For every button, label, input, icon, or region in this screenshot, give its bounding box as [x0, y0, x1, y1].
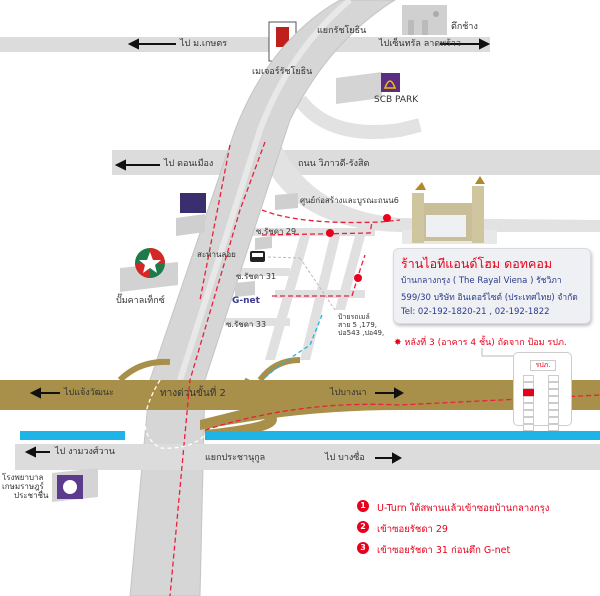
road-prachanukul [15, 444, 600, 470]
label-vibhavadi: ถนน วิภาวดี-รังสิต [298, 159, 370, 169]
building-gate-photo [402, 176, 497, 244]
store-name: ร้านไอทีแอนด์โฮม ดอทคอม [401, 256, 553, 271]
route-marker-1 [383, 214, 391, 222]
security-post-tag: รปภ. [530, 360, 556, 371]
sec-building [176, 214, 205, 236]
legend-number: 1 [357, 500, 369, 512]
label-to-ngam-wong-wan: ไป งามวงศ์วาน [55, 447, 115, 457]
route-marker-3 [354, 274, 362, 282]
store-address-1: บ้านกลางกรุง ( The Rayal Viena ) รัชวิภา [401, 276, 562, 286]
road-uturn [258, 120, 600, 232]
label-to-chaeng-watthana: ไปแจ้งวัฒนะ [64, 388, 114, 398]
label-to-central-ladprao: ไปเซ็นทรัล ลาดพร้าว [379, 39, 462, 49]
blue-route [261, 314, 323, 381]
label-soi-31: ซ.รัชดา 31 [236, 272, 277, 281]
store-address-2: 599/30 บริษัท อินเตอร์ไซต์ (ประเทศไทย) จ… [401, 293, 578, 303]
label-to-don-mueang: ไป ดอนเมือง [164, 159, 214, 169]
canal-right [205, 431, 600, 440]
soi29-building [255, 236, 272, 250]
note-connector [481, 348, 514, 357]
location-note-text: หลังที่ 3 (อาคาร 4 ชั้น) ถัดจาก ป้อม รปภ… [404, 338, 567, 348]
label-soi-29: ซ.รัชดา 29 [256, 227, 297, 236]
building-column-right [548, 375, 559, 431]
gnet-building [235, 281, 255, 297]
label-gnet: G-net [232, 296, 260, 306]
sec-logo [180, 193, 206, 213]
label-hospital-1: โรงพยาบาล [2, 473, 44, 482]
soi-network [225, 228, 375, 360]
canal-left [20, 431, 125, 440]
label-prachanukul: แยกประชานุกูล [205, 453, 266, 463]
legend-text: U-Turn ใต้สพานแล้วเข้าซอยบ้านกลางกรุง [377, 503, 550, 514]
floor-plan: รปภ. [513, 352, 572, 431]
route-lines [169, 141, 600, 596]
label-hospital-3: ประชาชื่น [14, 491, 49, 500]
legend-text: เข้าซอยรัชดา 31 ก่อนตึก G-net [377, 545, 511, 556]
hospital-logo [57, 475, 83, 499]
label-footbridge: สะพานลอย [197, 250, 236, 259]
route-marker-2 [326, 229, 334, 237]
scb-building [336, 72, 382, 104]
direction-arrows [24, 38, 491, 464]
label-elephant-building: ตึกช้าง [451, 22, 478, 32]
road-center-building [275, 193, 298, 210]
legend-text: เข้าซอยรัชดา 29 [377, 524, 448, 535]
burst-icon: ✸ [394, 338, 405, 348]
store-info-box: ร้านไอทีแอนด์โฮม ดอทคอม บ้านกลางกรุง ( T… [393, 248, 591, 324]
label-caltex: ปั๊มคาลเท็กซ์ [116, 296, 165, 306]
road-top [0, 37, 490, 52]
label-soi-33: ซ.รัชดา 33 [226, 320, 267, 329]
label-bus-stop-2: สาย 5 ,179, [338, 321, 378, 329]
label-to-kasetsart: ไป ม.เกษตร [180, 39, 228, 49]
scb-logo [381, 73, 400, 92]
label-to-bang-sue: ไป บางซื่อ [325, 453, 365, 463]
label-hospital-2: เกษมราษฎร์ [2, 482, 44, 491]
building-column-left [523, 375, 534, 431]
caltex-logo [135, 248, 165, 278]
bus-icon [250, 251, 265, 262]
label-road-center: ศูนย์ก่อสร้างและบูรณะถนน6 [300, 196, 399, 205]
store-phone: Tel: 02-192-1820-21 , 02-192-1822 [401, 307, 550, 317]
label-bus-stop-3: ปอ543 ,ปอ49, [338, 329, 385, 337]
label-scb-park: SCB PARK [374, 95, 419, 105]
elephant-building [402, 5, 447, 35]
label-bus-stop-1: ป้ายรถเมล์ [338, 313, 370, 321]
location-note: ✸ หลังที่ 3 (อาคาร 4 ชั้น) ถัดจาก ป้อม ร… [394, 335, 567, 349]
label-major: เมเจอร์รัชโยธิน [252, 67, 313, 77]
label-ratchayothin-junction: แยกรัชโยธิน [317, 26, 367, 36]
legend-number: 3 [357, 542, 369, 554]
label-to-bang-na: ไปบางนา [330, 388, 367, 398]
label-expressway: ทางด่วนขั้นที่ 2 [160, 388, 226, 399]
legend-number: 2 [357, 521, 369, 533]
